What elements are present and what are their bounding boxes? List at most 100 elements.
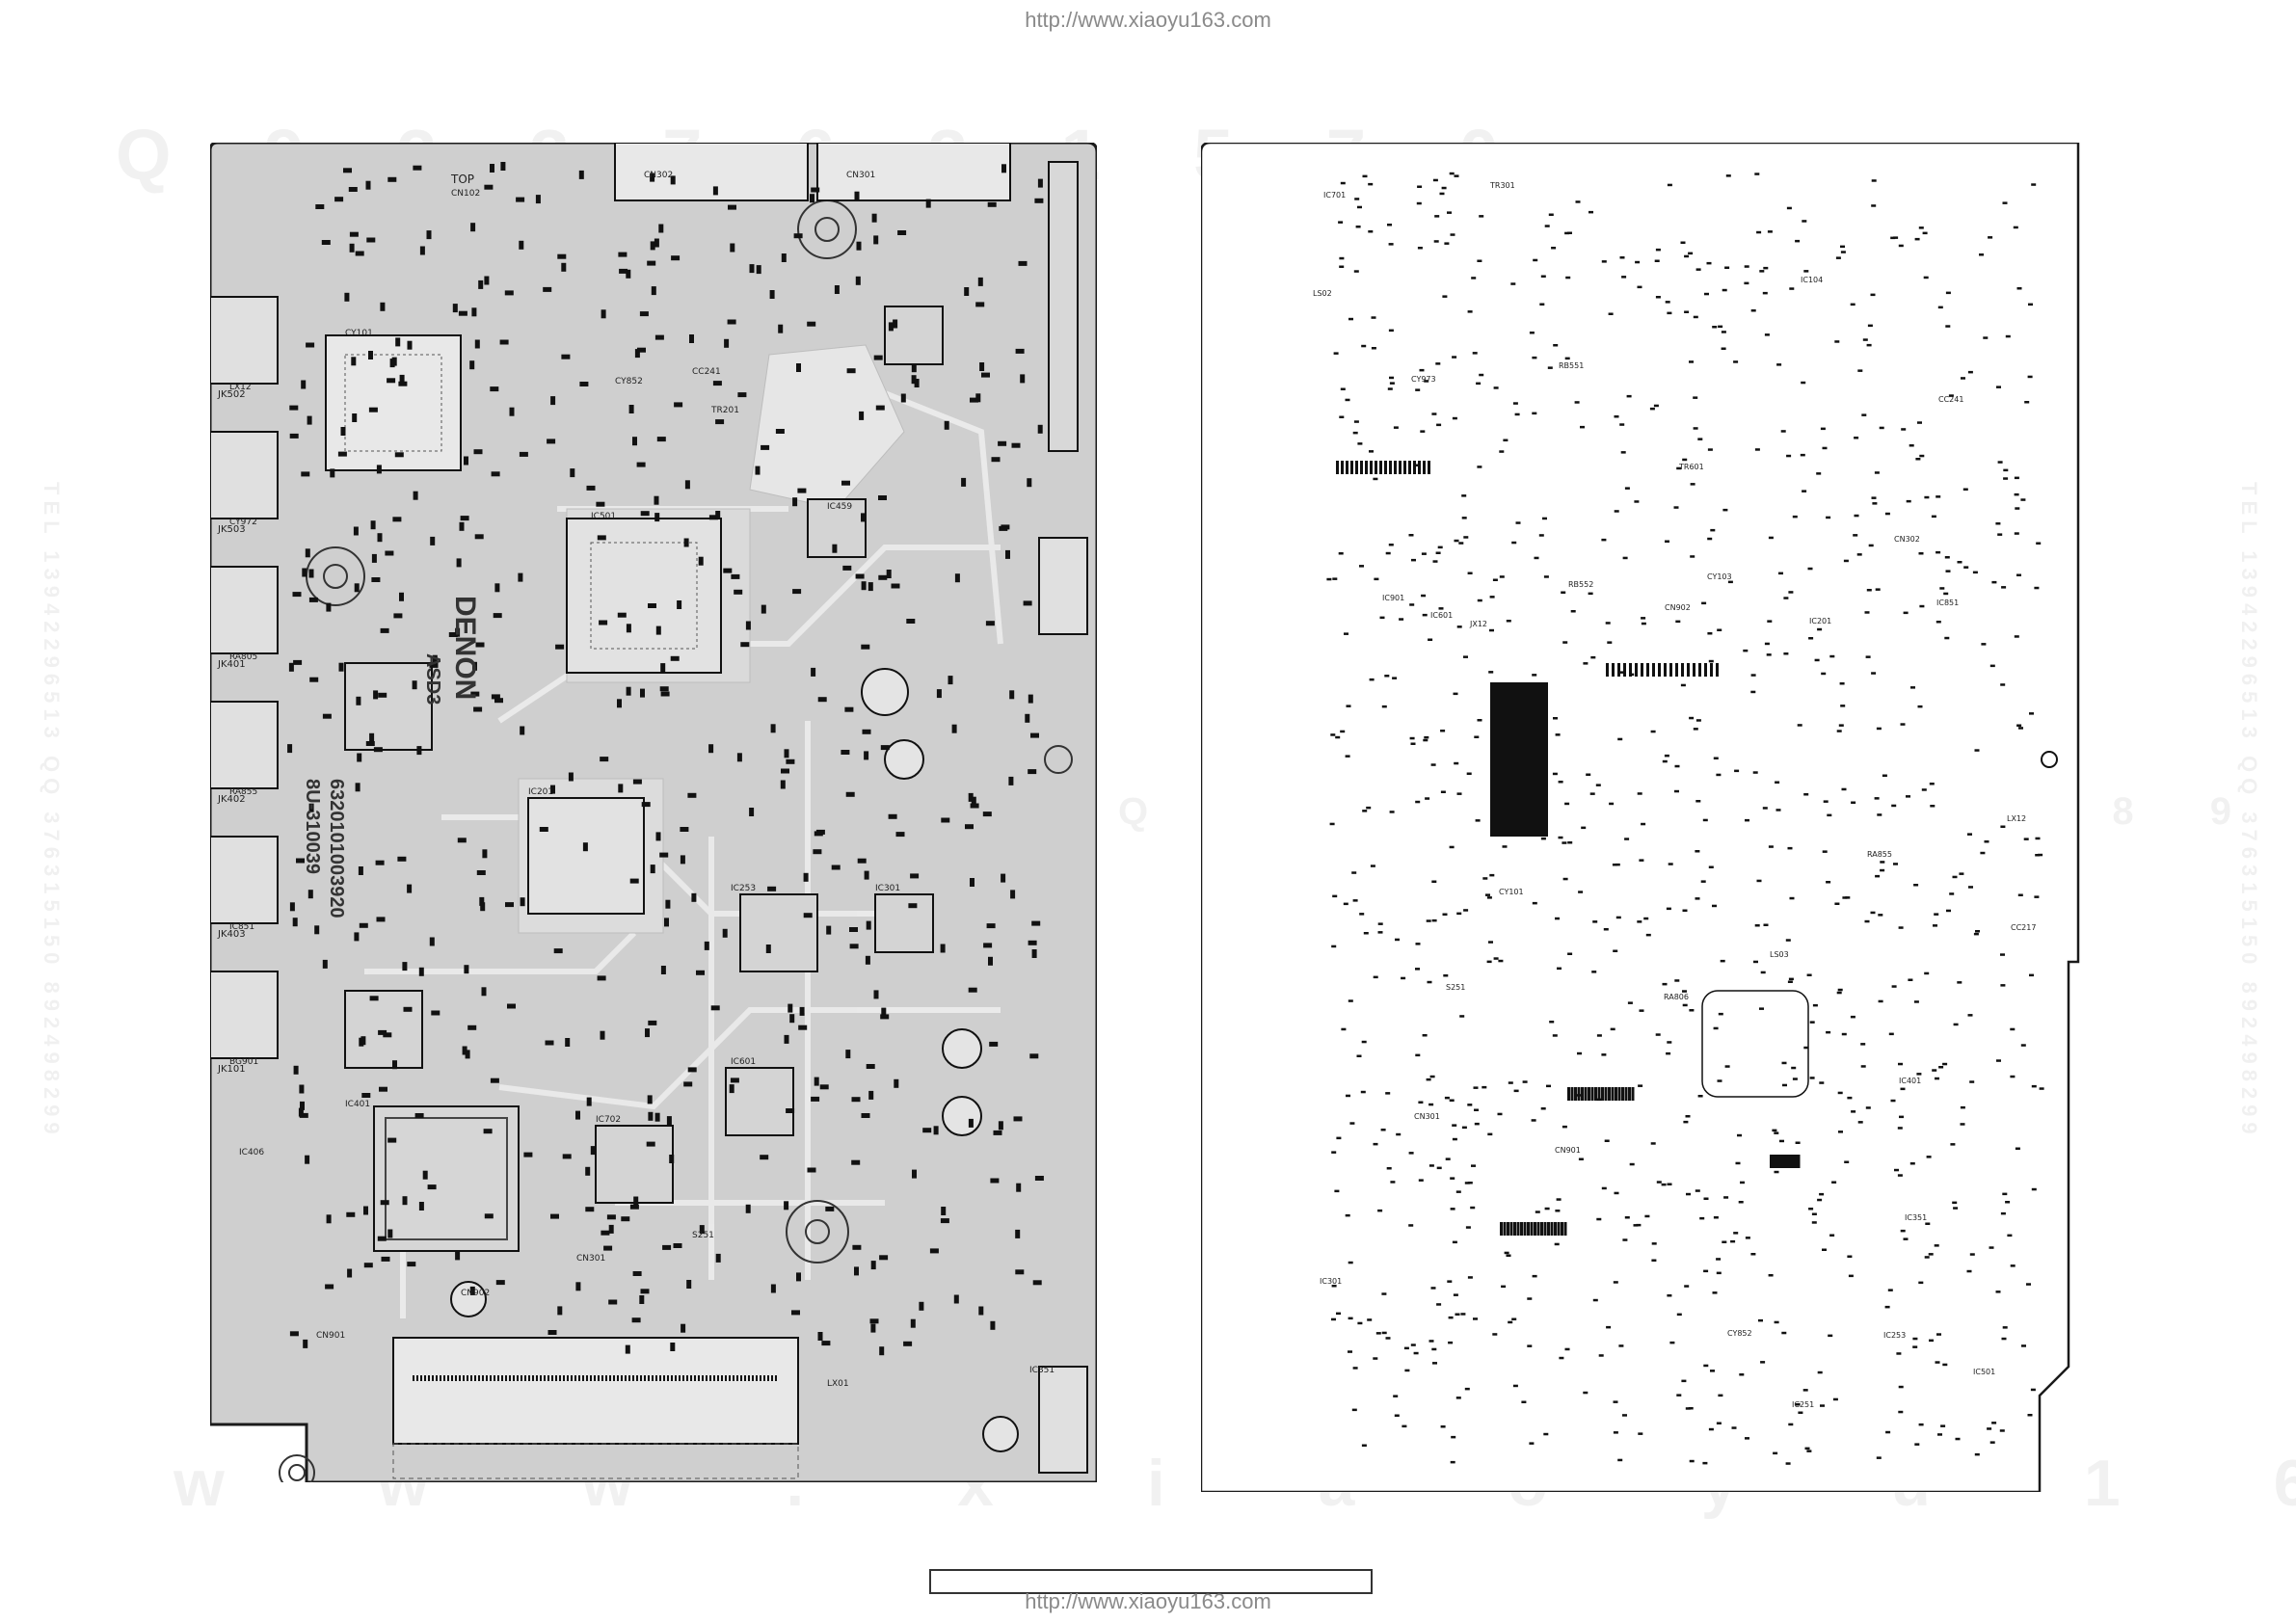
smd-pad	[1733, 360, 1739, 363]
smd-pad	[1610, 1027, 1615, 1031]
smd-part	[683, 1081, 693, 1087]
pad-row	[1547, 1222, 1550, 1236]
smd-pad	[1917, 705, 1923, 708]
smd-pad	[1605, 622, 1611, 625]
smd-pad	[1952, 1201, 1958, 1205]
smd-part	[289, 902, 295, 912]
smd-part	[301, 471, 310, 477]
smd-part	[910, 873, 920, 879]
smd-part	[724, 338, 730, 348]
smd-pad	[1603, 928, 1609, 931]
smd-pad	[1395, 938, 1400, 942]
smd-pad	[1413, 1351, 1419, 1355]
smd-part	[470, 691, 480, 697]
smd-pad	[1621, 276, 1627, 279]
smd-pad	[1532, 412, 1537, 415]
smd-part	[655, 625, 661, 635]
smd-pad	[1899, 1115, 1904, 1119]
smd-pad	[1932, 1069, 1937, 1072]
smd-pad	[1527, 1297, 1533, 1300]
smd-part	[354, 583, 360, 593]
smd-pad	[1534, 556, 1539, 560]
component-label: IC251	[1792, 1400, 1814, 1409]
smd-part	[793, 233, 803, 239]
smd-part	[1031, 920, 1041, 926]
smd-part	[575, 1110, 580, 1120]
smd-part	[919, 1301, 924, 1311]
smd-part	[798, 1024, 808, 1030]
smd-pad	[1756, 230, 1762, 234]
smd-pad	[1834, 340, 1840, 343]
smd-pad	[1690, 483, 1695, 486]
smd-pad	[1710, 528, 1716, 532]
smd-pad	[1394, 1414, 1400, 1417]
smd-pad	[1497, 1112, 1503, 1116]
smd-pad	[1661, 1183, 1667, 1186]
smd-pad	[1934, 913, 1939, 916]
smd-pad	[1489, 873, 1495, 877]
ic201-bga	[566, 518, 722, 674]
smd-pad	[1865, 1106, 1871, 1109]
smd-pad	[1392, 677, 1398, 679]
smd-pad	[1368, 182, 1374, 186]
smd-part	[730, 243, 735, 253]
smd-part	[648, 603, 656, 608]
smd-part	[301, 380, 307, 389]
pad-row	[1513, 1222, 1516, 1236]
smd-pad	[1949, 892, 1955, 895]
footer-url[interactable]: http://www.xiaoyu163.com	[1025, 1589, 1271, 1613]
smd-pad	[1948, 394, 1954, 397]
smd-pad	[1639, 859, 1644, 862]
smd-part	[674, 402, 683, 408]
smd-pad	[1513, 1089, 1519, 1093]
smd-pad	[1447, 1280, 1453, 1283]
smd-pad	[1845, 896, 1851, 899]
header-url[interactable]: http://www.xiaoyu163.com	[1025, 8, 1271, 32]
smd-part	[570, 468, 575, 478]
smd-part	[842, 565, 852, 571]
smd-pad	[1415, 943, 1421, 945]
smd-pad	[1940, 1424, 1946, 1427]
component-label: BG901	[229, 1057, 258, 1067]
smd-pad	[1822, 850, 1828, 853]
smd-pad	[1409, 603, 1415, 606]
smd-pad	[1674, 789, 1679, 793]
smd-pad	[1876, 727, 1882, 731]
smd-pad	[1373, 1357, 1378, 1360]
smd-part	[640, 1289, 650, 1294]
smd-pad	[1689, 1459, 1695, 1463]
smd-pad	[1617, 737, 1623, 741]
smd-pad	[1580, 425, 1585, 429]
smd-pad	[2016, 573, 2021, 576]
smd-part	[380, 1200, 389, 1206]
smd-pad	[1388, 243, 1394, 246]
smd-pad	[1381, 705, 1387, 708]
smd-pad	[1529, 332, 1535, 334]
smd-pad	[1829, 1234, 1835, 1237]
component-label: CC217	[2011, 923, 2036, 932]
smd-pad	[2002, 1326, 2008, 1329]
smd-part	[749, 808, 755, 816]
smd-pad	[1367, 1318, 1373, 1321]
smd-part	[403, 1006, 413, 1012]
smd-pad	[1627, 1001, 1633, 1004]
component-label: IC601	[1430, 611, 1453, 620]
smd-part	[729, 1084, 734, 1094]
smd-pad	[1808, 637, 1814, 640]
smd-pad	[1408, 1152, 1414, 1155]
smd-pad	[1882, 774, 1887, 777]
component-label: CY101	[1499, 888, 1524, 896]
smd-part	[355, 783, 360, 792]
smd-part	[289, 1331, 299, 1337]
smd-pad	[1975, 930, 1980, 933]
smd-part	[636, 462, 646, 467]
smd-part	[745, 621, 751, 630]
smd-pad	[1819, 1192, 1825, 1196]
smd-pad	[1929, 783, 1935, 785]
smd-pad	[1619, 423, 1625, 426]
smd-part	[1025, 713, 1030, 723]
smd-part	[292, 592, 302, 598]
smd-part	[299, 1112, 308, 1118]
smd-part	[781, 253, 787, 262]
